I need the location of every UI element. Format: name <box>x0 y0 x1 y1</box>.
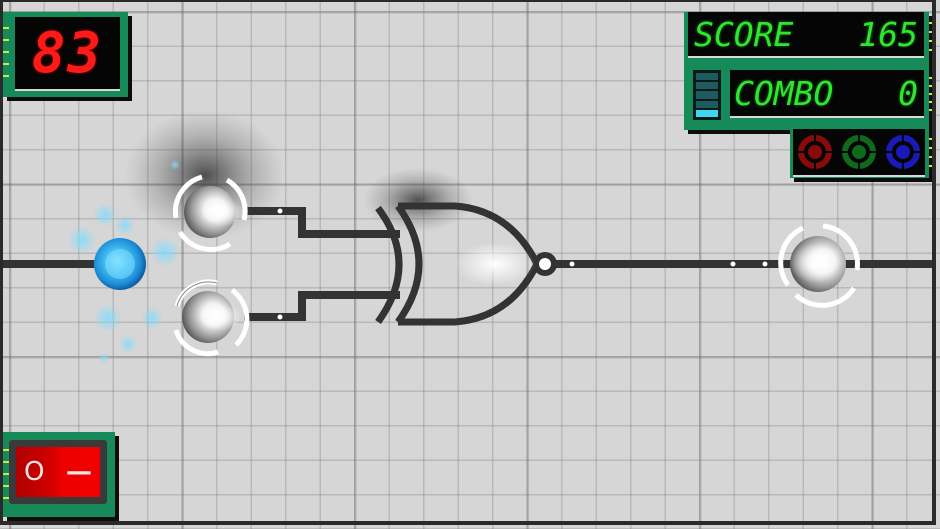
color-selector-tray <box>793 129 925 177</box>
off-symbol: O <box>24 457 45 487</box>
on-symbol: — <box>66 457 92 487</box>
pcb-pins <box>3 444 9 504</box>
input-node-2 <box>173 279 250 357</box>
timer-panel: 83 <box>3 12 128 97</box>
red-color-button[interactable] <box>798 135 832 169</box>
timer-display: 83 <box>15 17 120 91</box>
score-panel: SCORE 165 COMBO 0 <box>684 12 935 130</box>
score-value: 165 <box>858 14 918 54</box>
score-label: SCORE <box>694 14 794 54</box>
input-node-1 <box>172 174 248 252</box>
blue-color-button[interactable] <box>886 135 920 169</box>
pcb-pins <box>929 18 935 54</box>
combo-meter <box>693 70 721 120</box>
output-node <box>778 223 860 308</box>
combo-label: COMBO <box>734 73 834 113</box>
green-color-button[interactable] <box>842 135 876 169</box>
power-switch-panel: O — <box>3 432 115 517</box>
pcb-pins <box>929 134 935 170</box>
power-switch[interactable]: O — <box>9 440 107 504</box>
blue-particles <box>68 160 180 363</box>
pcb-pins <box>3 22 9 82</box>
color-selector-panel <box>790 126 935 178</box>
switch-rocker[interactable]: O — <box>16 447 100 497</box>
pcb-pins <box>929 74 935 114</box>
combo-value: 0 <box>898 73 918 113</box>
combo-display: COMBO 0 <box>730 70 924 118</box>
score-display: SCORE 165 <box>688 12 924 58</box>
